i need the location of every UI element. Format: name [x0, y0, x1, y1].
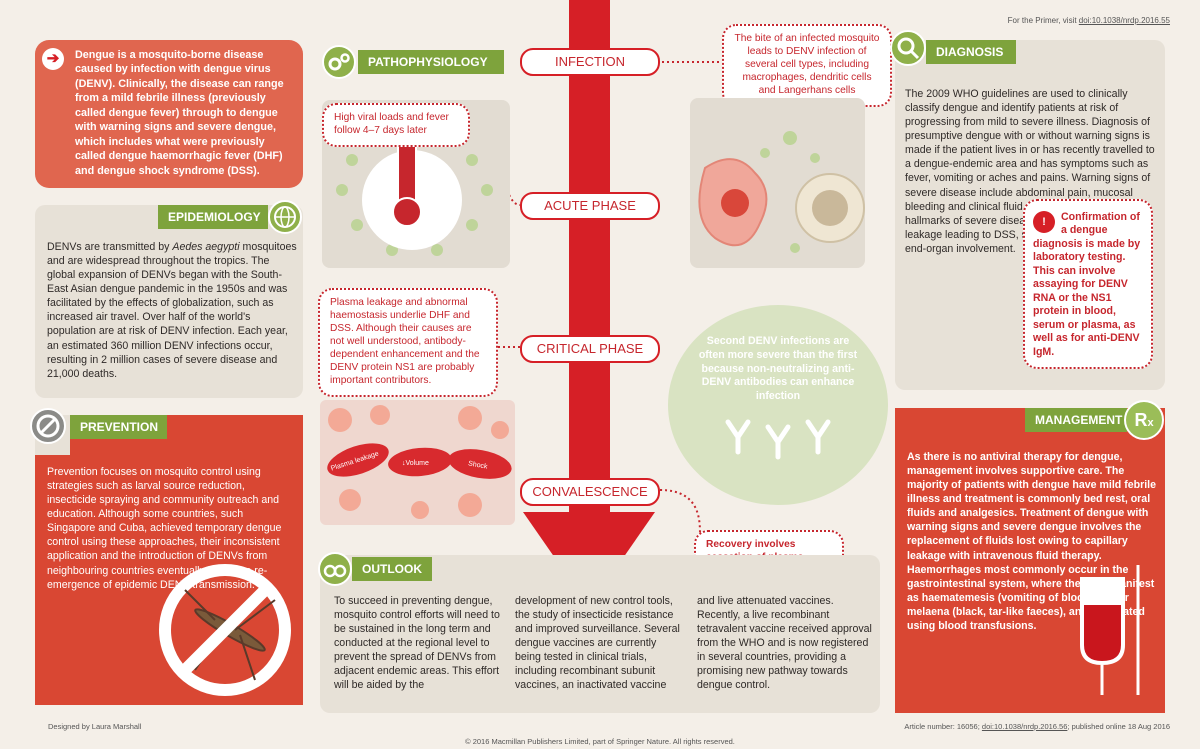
phase-infection: INFECTION: [520, 48, 660, 76]
timeline-arrow-shaft: [569, 0, 610, 520]
epidemiology-title: EPIDEMIOLOGY: [158, 205, 268, 229]
outlook-panel: [320, 555, 880, 713]
antibody-icon: [725, 419, 831, 460]
confirmation-callout: ! Confirmation of a dengue diagnosis is …: [1023, 199, 1153, 369]
no-mosquito-illustration: [155, 560, 300, 705]
outlook-title: OUTLOOK: [352, 557, 432, 581]
second-infection-cloud: Second DENV infections are often more se…: [668, 305, 888, 505]
vessel-label-volume: ↓Volume: [402, 460, 429, 467]
acute-callout: High viral loads and fever follow 4–7 da…: [322, 103, 470, 147]
article-info: Article number: 16056; doi:10.1038/nrdp.…: [904, 722, 1170, 731]
phase-acute: ACUTE PHASE: [520, 192, 660, 220]
management-title: MANAGEMENT: [1025, 408, 1127, 432]
management-panel: [895, 408, 1165, 713]
binoculars-icon: [318, 552, 352, 586]
copyright: © 2016 Macmillan Publishers Limited, par…: [465, 737, 735, 746]
exclamation-icon: !: [1033, 211, 1055, 233]
prevention-text: Prevention focuses on mosquito control u…: [47, 466, 282, 591]
epidemiology-text: DENVs are transmitted by Aedes aegypti m…: [47, 241, 297, 380]
no-entry-icon: [30, 408, 66, 444]
outlook-col-2: development of new control tools, the st…: [515, 595, 680, 692]
phase-critical: CRITICAL PHASE: [520, 335, 660, 363]
epidemiology-panel: [35, 205, 303, 398]
magnifier-icon: [890, 30, 926, 66]
globe-icon: [268, 200, 302, 234]
designer-credit: Designed by Laura Marshall: [48, 722, 142, 731]
blood-bag-illustration: [1070, 565, 1160, 700]
management-text: As there is no antiviral therapy for den…: [907, 451, 1156, 632]
primer-doi-link[interactable]: doi:10.1038/nrdp.2016.55: [1078, 16, 1170, 25]
pathophysiology-title: PATHOPHYSIOLOGY: [358, 50, 504, 74]
rx-icon: Rx: [1124, 400, 1164, 440]
gears-icon: [322, 45, 356, 79]
infection-callout: The bite of an infected mosquito leads t…: [722, 24, 892, 107]
diagnosis-text-wrap: ! Confirmation of a dengue diagnosis is …: [905, 87, 1155, 369]
blood-vessel-illustration: Plasma leakage ↓Volume Shock: [320, 400, 515, 525]
phase-convalescence: CONVALESCENCE: [520, 478, 660, 506]
second-infection-text: Second DENV infections are often more se…: [698, 335, 858, 403]
outlook-col-3: and live attenuated vaccines. Recently, …: [697, 595, 872, 692]
arrow-right-icon: ➔: [42, 48, 64, 70]
intro-box: Dengue is a mosquito-borne disease cause…: [35, 40, 303, 188]
article-doi-link[interactable]: doi:10.1038/nrdp.2016.56: [981, 722, 1068, 731]
intro-text: Dengue is a mosquito-borne disease cause…: [75, 49, 284, 177]
diagnosis-title: DIAGNOSIS: [926, 40, 1016, 64]
critical-callout: Plasma leakage and abnormal haemostasis …: [318, 288, 498, 397]
primer-note: For the Primer, visit doi:10.1038/nrdp.2…: [1007, 16, 1170, 25]
outlook-col-1: To succeed in preventing dengue, mosquit…: [334, 595, 500, 692]
prevention-title: PREVENTION: [70, 415, 167, 439]
infection-cells-illustration: [690, 98, 865, 268]
